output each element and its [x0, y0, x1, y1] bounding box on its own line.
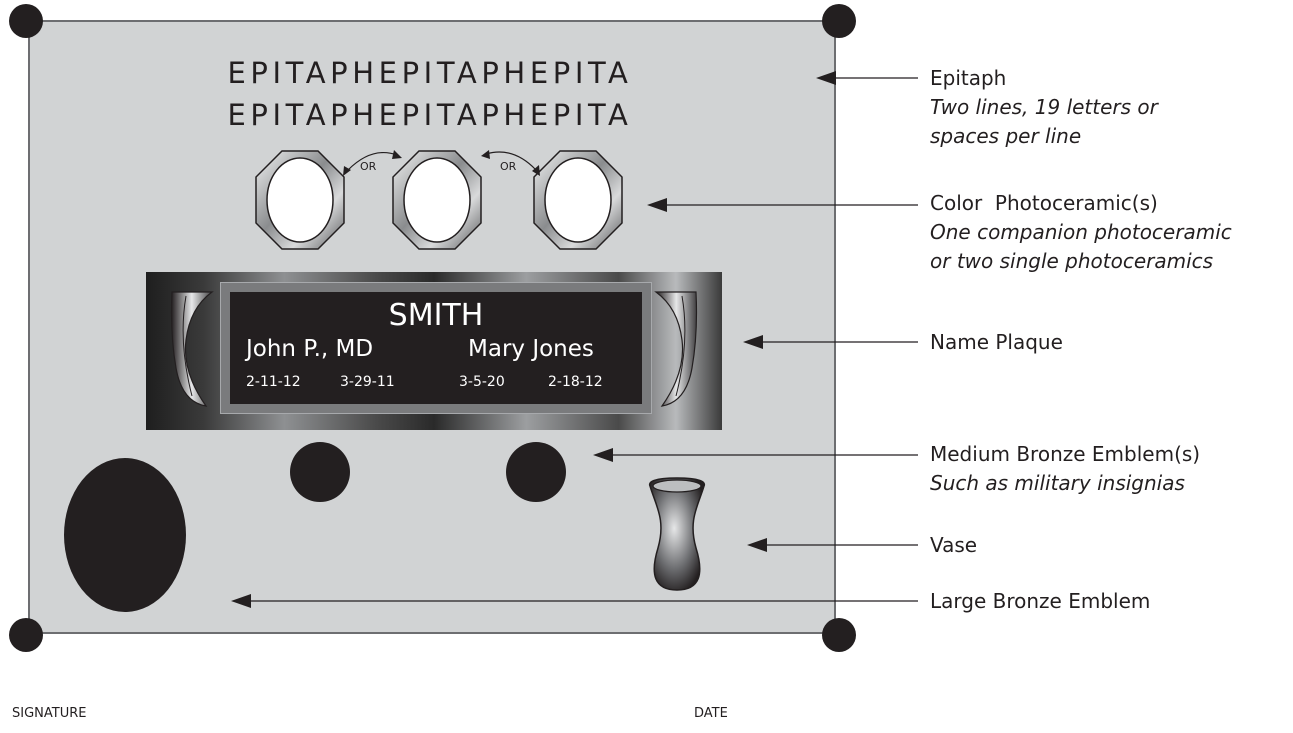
plaque-person2-name: Mary Jones: [468, 336, 594, 362]
large-emblem-callout: Large Bronze Emblem: [930, 587, 1150, 616]
plaque-person2-birth: 3-5-20: [459, 374, 505, 390]
name-plaque: SMITH John P., MD Mary Jones 2-11-12 3-2…: [146, 272, 722, 430]
vase-callout-title: Vase: [930, 533, 978, 557]
epitaph-callout-title: Epitaph: [930, 66, 1007, 90]
photoceramic-callout-title: Color Photoceramic(s): [930, 191, 1158, 215]
large-bronze-emblem: [64, 458, 186, 612]
horn-icon-left: [170, 291, 214, 407]
signature-label: SIGNATURE: [12, 706, 87, 721]
photoceramic-callout-sub-2: or two single photoceramics: [930, 249, 1214, 273]
plaque-person1-birth: 2-11-12: [246, 374, 301, 390]
plaque-person1-name: John P., MD: [246, 336, 374, 362]
plaque-horns: [170, 291, 698, 407]
epitaph-line-1: EPITAPHEPITAPHEPITA: [227, 56, 633, 90]
epitaph-callout-sub-1: Two lines, 19 letters or: [930, 95, 1158, 119]
swap-arrow-left: [343, 150, 402, 176]
corner-bolt-bottom-right: [822, 618, 856, 652]
or-label-right: OR: [500, 160, 517, 173]
or-label-left: OR: [360, 160, 377, 173]
plaque-person2-death: 2-18-12: [548, 374, 603, 390]
plaque-surname: SMITH: [388, 298, 484, 333]
swap-arrow-right: [481, 150, 540, 176]
label-leader-lines: [231, 71, 918, 608]
plaque-inner-frame: SMITH John P., MD Mary Jones 2-11-12 3-2…: [220, 282, 652, 414]
vase-callout: Vase: [930, 531, 977, 560]
photoceramic-frame-right: [533, 150, 623, 250]
corner-bolt-top-right: [822, 4, 856, 38]
photoceramic-callout: Color Photoceramic(s) One companion phot…: [930, 189, 1232, 276]
photoceramic-frame-left: [255, 150, 345, 250]
plaque-person1-death: 3-29-11: [340, 374, 395, 390]
corner-bolt-top-left: [9, 4, 43, 38]
horn-icon-right: [654, 291, 698, 407]
date-label: DATE: [694, 706, 728, 721]
epitaph-callout: Epitaph Two lines, 19 letters or spaces …: [930, 64, 1158, 151]
corner-bolt-bottom-left: [9, 618, 43, 652]
medium-emblem-callout: Medium Bronze Emblem(s) Such as military…: [930, 440, 1200, 498]
epitaph-line-2: EPITAPHEPITAPHEPITA: [227, 98, 633, 132]
plaque-text-area: SMITH John P., MD Mary Jones 2-11-12 3-2…: [230, 292, 642, 404]
medium-bronze-emblem-right: [506, 442, 566, 502]
name-plaque-callout: Name Plaque: [930, 328, 1063, 357]
photoceramic-callout-sub-1: One companion photoceramic: [930, 220, 1232, 244]
medium-bronze-emblem-left: [290, 442, 350, 502]
medium-emblem-callout-sub-1: Such as military insignias: [930, 471, 1185, 495]
large-emblem-callout-title: Large Bronze Emblem: [930, 589, 1151, 613]
vase-icon: [648, 477, 706, 591]
photoceramic-frame-center: [392, 150, 482, 250]
name-plaque-callout-title: Name Plaque: [930, 330, 1063, 354]
medium-emblem-callout-title: Medium Bronze Emblem(s): [930, 442, 1201, 466]
epitaph-callout-sub-2: spaces per line: [930, 124, 1082, 148]
